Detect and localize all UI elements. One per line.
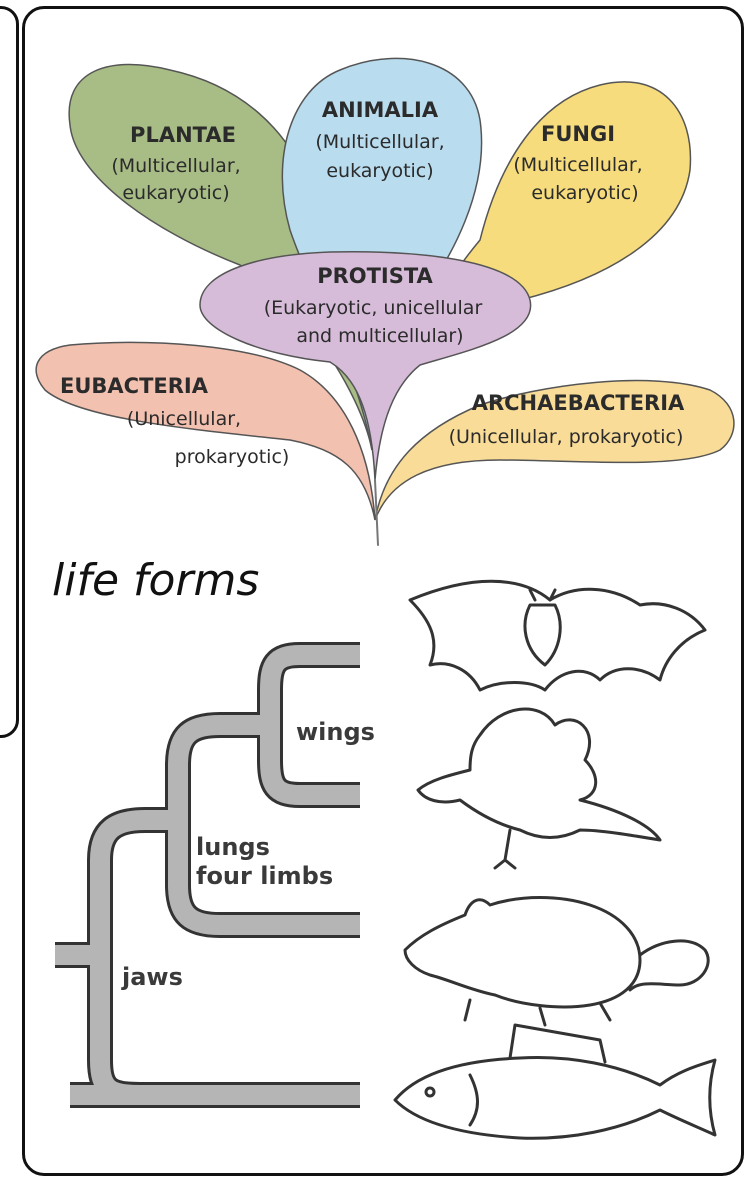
fungi-desc-2: eukaryotic)	[531, 182, 638, 204]
eubacteria-petal	[36, 342, 375, 520]
plantae-label: PLANTAE (Multicellular, eukaryotic)	[111, 123, 240, 204]
eubacteria-desc-2: prokaryotic)	[175, 446, 290, 468]
bird-icon	[418, 709, 660, 868]
bat-icon	[410, 581, 705, 690]
protista-desc-1: (Eukaryotic, unicellular	[264, 297, 483, 319]
plantae-desc-1: (Multicellular,	[111, 155, 240, 177]
archaebacteria-name: ARCHAEBACTERIA	[472, 391, 685, 415]
fungi-name: FUNGI	[541, 122, 615, 146]
protista-desc-2: and multicellular)	[296, 325, 463, 347]
cladogram: wings lungs four limbs jaws	[55, 655, 375, 1095]
trait-four-limbs: four limbs	[196, 862, 333, 890]
eubacteria-name: EUBACTERIA	[60, 374, 209, 398]
plantae-name: PLANTAE	[130, 123, 236, 147]
protista-name: PROTISTA	[317, 264, 433, 288]
trait-lungs: lungs	[196, 833, 270, 861]
animalia-name: ANIMALIA	[322, 98, 439, 122]
trait-jaws: jaws	[121, 963, 183, 991]
rat-icon	[405, 898, 708, 1026]
fungi-desc-1: (Multicellular,	[513, 154, 642, 176]
eubacteria-desc-1: (Unicellular,	[127, 408, 241, 430]
animalia-label: ANIMALIA (Multicellular, eukaryotic)	[315, 98, 444, 182]
plantae-desc-2: eukaryotic)	[122, 182, 229, 204]
trait-wings: wings	[296, 718, 375, 746]
fish-icon	[395, 1025, 715, 1138]
animalia-desc-1: (Multicellular,	[315, 131, 444, 153]
caption-life-forms: life forms	[52, 555, 259, 606]
archaebacteria-desc-1: (Unicellular, prokaryotic)	[449, 426, 684, 448]
animalia-desc-2: eukaryotic)	[326, 160, 433, 182]
